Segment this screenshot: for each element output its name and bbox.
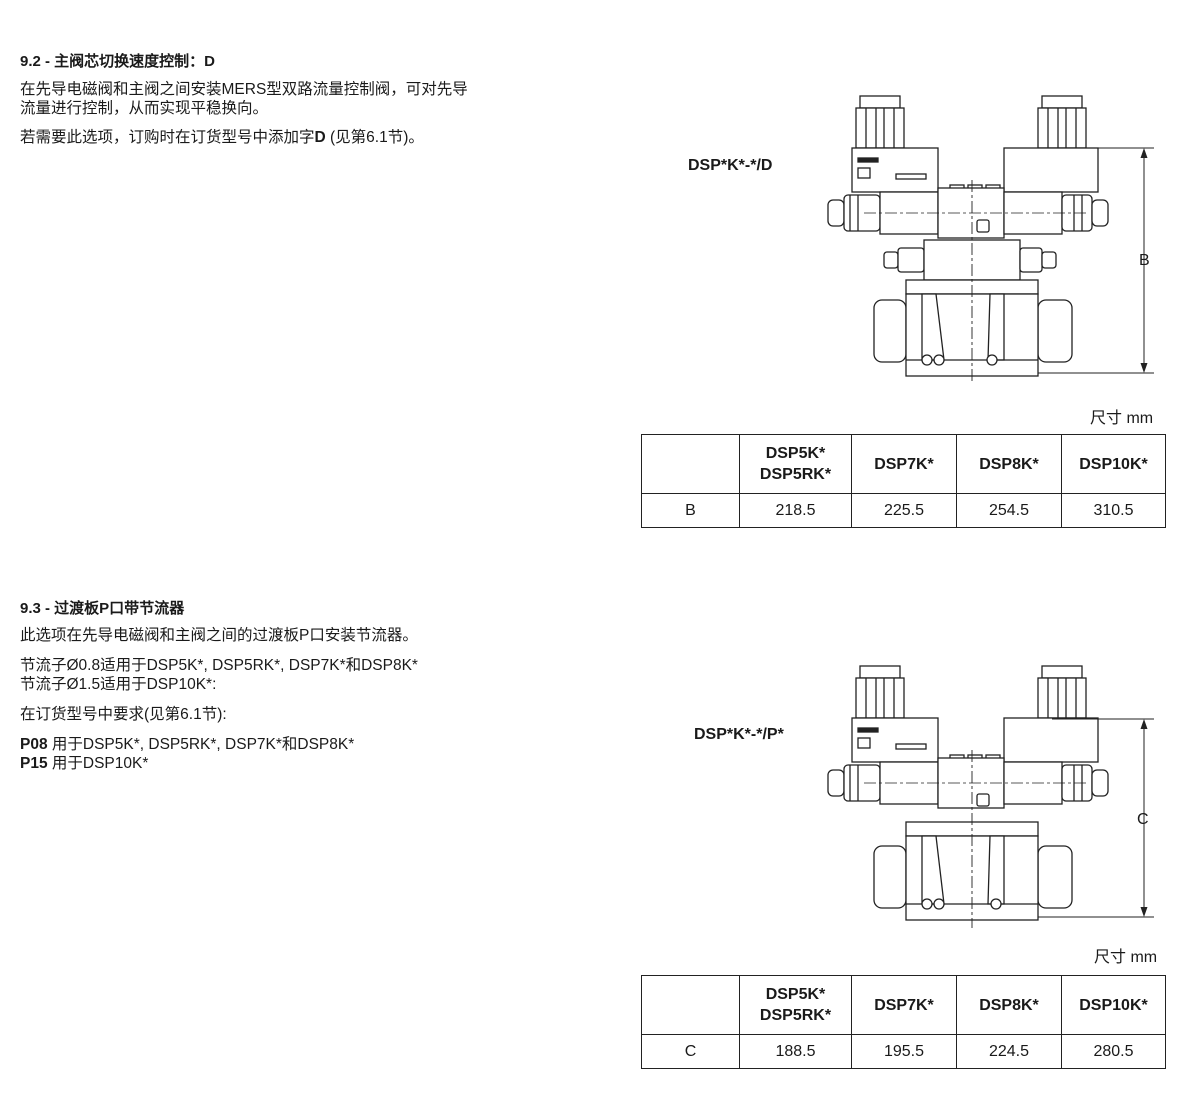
table-cell: 188.5 <box>739 1034 852 1069</box>
code-p08: P08 <box>20 736 48 753</box>
section-9-2-heading: 9.2 - 主阀芯切换速度控制：D <box>20 53 216 70</box>
table-cell <box>641 975 740 1035</box>
section-9-2-body: 在先导电磁阀和主阀之间安装MERS型双路流量控制阀，可对先导 流量进行控制，从而… <box>20 80 600 147</box>
code-p15-line: P15 用于DSP10K* <box>20 754 620 773</box>
paragraph-line: 流量进行控制，从而实现平稳换向。 <box>20 100 269 117</box>
section-9-3-heading: 9.3 - 过渡板P口带节流器 <box>20 600 185 617</box>
table-row-label: C <box>641 1034 740 1069</box>
units-label-2: 尺寸 mm <box>1094 949 1158 966</box>
order-note-ref: (见第6.1节)。 <box>325 129 424 146</box>
figure-label-p: DSP*K*-*/P* <box>694 726 784 743</box>
section-9-3-body: 此选项在先导电磁阀和主阀之间的过渡板P口安装节流器。 节流子Ø0.8适用于DSP… <box>20 626 620 773</box>
table-row-label: B <box>641 493 740 528</box>
table-header-cell: DSP8K* <box>956 975 1062 1035</box>
orifice-line-1: 节流子Ø0.8适用于DSP5K*, DSP5RK*, DSP7K*和DSP8K* <box>20 657 418 674</box>
table-header-cell: DSP10K* <box>1061 975 1166 1035</box>
table-header-row: DSP5K* DSP5RK* DSP7K* DSP8K* DSP10K* <box>641 434 1166 494</box>
table-cell: 254.5 <box>956 493 1062 528</box>
table-cell: 280.5 <box>1061 1034 1166 1069</box>
table-cell: 195.5 <box>851 1034 957 1069</box>
valve-drawing-d <box>827 95 1154 382</box>
dimension-letter-b: B <box>1139 252 1150 269</box>
table-row: B 218.5 225.5 254.5 310.5 <box>641 493 1166 528</box>
table-header-cell: DSP5K* DSP5RK* <box>739 434 852 494</box>
code-p08-line: P08 用于DSP5K*, DSP5RK*, DSP7K*和DSP8K* <box>20 735 620 754</box>
table-cell: 310.5 <box>1061 493 1166 528</box>
table-header-cell: DSP5K* DSP5RK* <box>739 975 852 1035</box>
code-p15-text: 用于DSP10K* <box>47 755 149 772</box>
table-header-row: DSP5K* DSP5RK* DSP7K* DSP8K* DSP10K* <box>641 975 1166 1035</box>
intro-text: 此选项在先导电磁阀和主阀之间的过渡板P口安装节流器。 <box>20 627 418 644</box>
header-line: DSP5K* <box>765 986 826 1003</box>
paragraph-line: 在先导电磁阀和主阀之间安装MERS型双路流量控制阀，可对先导 <box>20 81 468 98</box>
figure-label-d: DSP*K*-*/D <box>688 157 773 174</box>
table-row: C 188.5 195.5 224.5 280.5 <box>641 1034 1166 1069</box>
table-cell: 225.5 <box>851 493 957 528</box>
dimension-table-c: DSP5K* DSP5RK* DSP7K* DSP8K* DSP10K* C 18… <box>641 975 1166 1069</box>
table-header-cell: DSP10K* <box>1061 434 1166 494</box>
order-note-code: D <box>314 129 326 146</box>
table-header-cell: DSP7K* <box>851 434 957 494</box>
order-requirement: 在订货型号中要求(见第6.1节): <box>20 706 227 723</box>
dimension-letter-c: C <box>1137 811 1149 828</box>
table-cell: 224.5 <box>956 1034 1062 1069</box>
order-note: 若需要此选项，订购时在订货型号中添加字D (见第6.1节)。 <box>20 128 600 147</box>
header-line: DSP5RK* <box>759 466 832 483</box>
code-p15: P15 <box>20 755 48 772</box>
order-note-text: 若需要此选项，订购时在订货型号中添加字 <box>20 129 315 146</box>
header-line: DSP5K* <box>765 445 826 462</box>
table-cell: 218.5 <box>739 493 852 528</box>
valve-drawing-p <box>827 665 1154 928</box>
header-line: DSP5RK* <box>759 1007 832 1024</box>
table-header-cell: DSP7K* <box>851 975 957 1035</box>
code-p08-text: 用于DSP5K*, DSP5RK*, DSP7K*和DSP8K* <box>47 736 355 753</box>
units-label-1: 尺寸 mm <box>1090 410 1154 427</box>
table-cell <box>641 434 740 494</box>
orifice-line-2: 节流子Ø1.5适用于DSP10K*: <box>20 676 217 693</box>
table-header-cell: DSP8K* <box>956 434 1062 494</box>
dimension-table-b: DSP5K* DSP5RK* DSP7K* DSP8K* DSP10K* B 21… <box>641 434 1166 528</box>
